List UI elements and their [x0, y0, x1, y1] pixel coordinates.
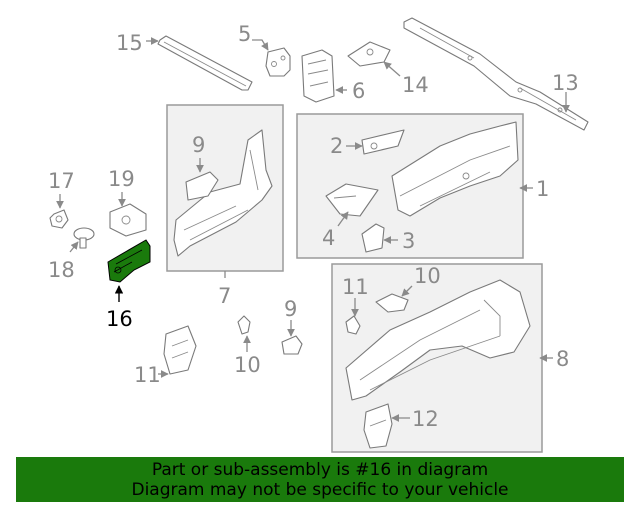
part-4-bracket	[325, 183, 379, 217]
part-11-bracket-b	[345, 315, 361, 335]
callout-16: 16	[106, 307, 133, 331]
part-1-side-member	[391, 121, 519, 217]
callout-1: 1	[536, 177, 549, 201]
leader-5	[252, 39, 269, 51]
callout-15: 15	[116, 31, 143, 55]
callout-9b: 9	[284, 297, 297, 321]
part-9-bracket-b	[281, 335, 303, 355]
callout-19: 19	[108, 167, 135, 191]
part-7-apron	[173, 129, 273, 257]
part-2-plate	[361, 129, 405, 155]
callout-11a: 11	[134, 363, 161, 387]
part-19-bracket	[109, 203, 147, 237]
callout-8: 8	[556, 347, 569, 371]
callout-10b: 10	[414, 264, 441, 288]
part-6-bracket	[301, 49, 335, 103]
callout-3: 3	[402, 229, 415, 253]
leader-18	[69, 241, 79, 253]
banner-line-2: Diagram may not be specific to your vehi…	[131, 480, 509, 500]
part-14-plate	[347, 41, 391, 67]
part-10-clip-a	[237, 315, 251, 335]
part-10-clip-b	[375, 293, 409, 313]
callout-7: 7	[218, 284, 231, 308]
part-11-bracket-a	[163, 325, 197, 375]
leader-14	[383, 61, 401, 77]
leader-10b	[401, 285, 413, 297]
part-5-bracket	[265, 47, 291, 77]
callout-11b: 11	[342, 275, 369, 299]
callout-9a: 9	[192, 133, 205, 157]
banner-line-1: Part or sub-assembly is #16 in diagram	[151, 460, 489, 480]
part-13-crossmember	[403, 17, 589, 131]
part-9-bracket-a	[185, 171, 219, 201]
callout-17: 17	[48, 169, 75, 193]
part-12-bracket	[363, 403, 393, 449]
part-17-nut	[49, 209, 69, 229]
callout-10a: 10	[234, 353, 261, 377]
part-8-apron	[345, 279, 531, 401]
part-16-highlighted	[107, 239, 151, 283]
leader-4	[337, 211, 349, 227]
part-18-bolt	[73, 227, 95, 249]
disclaimer-banner: Part or sub-assembly is #16 in diagram D…	[16, 457, 624, 502]
callout-12: 12	[412, 407, 439, 431]
callout-18: 18	[48, 258, 75, 282]
callout-14: 14	[402, 73, 429, 97]
callout-2: 2	[330, 134, 343, 158]
callout-13: 13	[552, 71, 579, 95]
callout-6: 6	[352, 79, 365, 103]
callout-5: 5	[238, 22, 251, 46]
part-3-bracket	[361, 223, 385, 253]
callout-4: 4	[322, 226, 335, 250]
